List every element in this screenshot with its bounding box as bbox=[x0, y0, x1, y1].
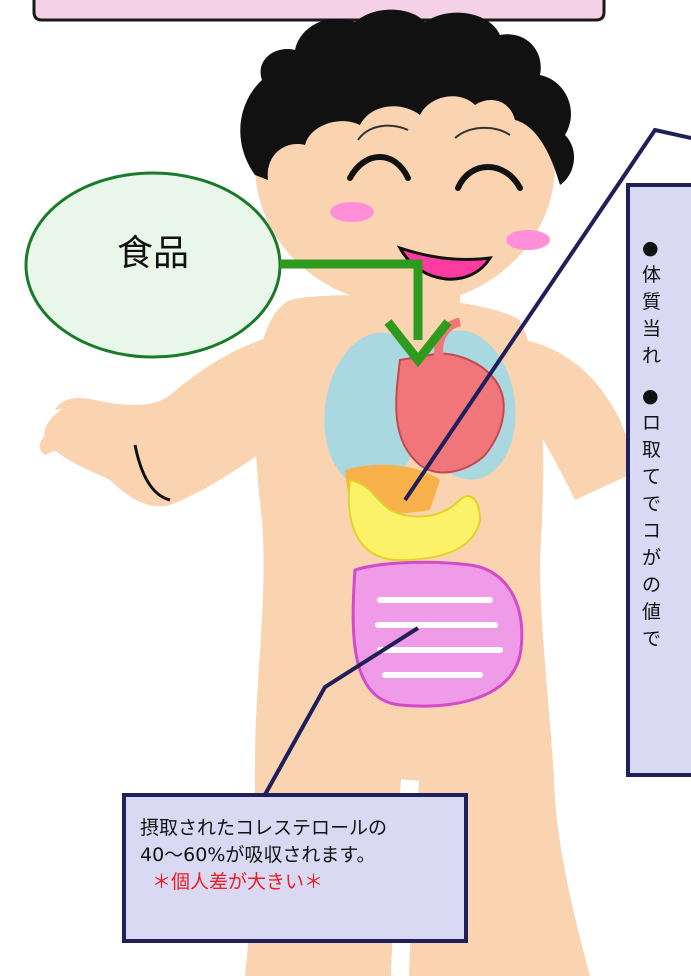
explanation-line: ロ bbox=[642, 412, 662, 434]
palm-line bbox=[133, 444, 171, 502]
explanation-line: 取 bbox=[642, 439, 662, 461]
explanation-line: 値 bbox=[642, 601, 662, 623]
explanation-line: ● bbox=[642, 385, 659, 407]
explanation-line: で bbox=[642, 493, 662, 515]
right-cheek bbox=[506, 230, 550, 250]
explanation-line: 体 bbox=[642, 264, 662, 286]
hair bbox=[240, 9, 575, 185]
explanation-line: れ bbox=[642, 345, 662, 367]
left-eye bbox=[347, 154, 411, 181]
food-arrow bbox=[280, 259, 423, 340]
explanation-text: ●体質当れ ●ロ取てでコがの値で bbox=[642, 235, 691, 653]
explanation-line: 当 bbox=[642, 318, 662, 340]
absorption-line-2: 40〜60%が吸収されます。 bbox=[140, 844, 376, 866]
right-eye bbox=[455, 164, 523, 191]
absorption-line-1: 摂取されたコレステロールの bbox=[140, 817, 388, 839]
individual-difference-note: ＊個人差が大きい＊ bbox=[152, 871, 324, 893]
explanation-line: て bbox=[642, 466, 662, 488]
intestines bbox=[351, 560, 524, 708]
explanation-line bbox=[642, 370, 691, 383]
food-arrow-head bbox=[384, 319, 452, 368]
right-brow bbox=[454, 126, 511, 139]
left-brow bbox=[357, 124, 409, 141]
top-banner-frame bbox=[32, 0, 606, 22]
explanation-line: コ bbox=[642, 520, 662, 542]
explanation-line: の bbox=[642, 574, 662, 596]
absorption-callout: 摂取されたコレステロールの 40〜60%が吸収されます。 ＊個人差が大きい＊ bbox=[122, 793, 468, 943]
intestine-folds bbox=[375, 597, 503, 678]
explanation-line: 質 bbox=[642, 291, 662, 313]
explanation-line: ● bbox=[642, 237, 659, 259]
explanation-line: で bbox=[642, 628, 662, 650]
liver-pointer bbox=[403, 127, 691, 502]
explanation-line: が bbox=[642, 547, 662, 569]
explanation-callout: ●体質当れ ●ロ取てでコがの値で bbox=[626, 183, 691, 777]
intestine-pointer bbox=[260, 626, 420, 801]
stomach bbox=[347, 478, 482, 562]
heart bbox=[395, 352, 505, 474]
left-cheek bbox=[330, 202, 374, 222]
food-label: 食品 bbox=[116, 233, 189, 274]
